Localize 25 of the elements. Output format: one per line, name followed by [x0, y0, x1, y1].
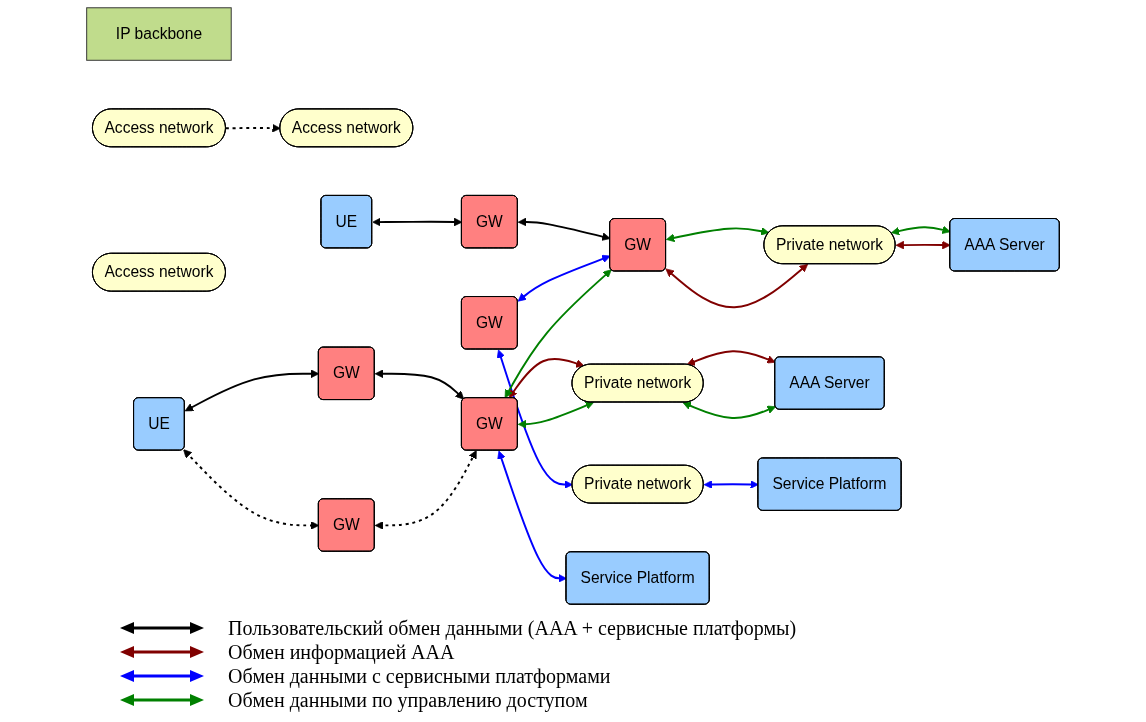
arrow	[224, 123, 281, 133]
arrow	[891, 225, 951, 236]
arrow	[508, 357, 585, 399]
legend-text: Обмен данными с сервисными платформами	[228, 664, 611, 688]
arrow	[666, 227, 770, 243]
legend-text: Обмен данными по управлению доступом	[228, 688, 588, 712]
arrow	[496, 349, 573, 489]
arrow	[703, 480, 759, 489]
arrow	[183, 449, 320, 530]
arrow	[504, 269, 612, 399]
arrow	[497, 450, 567, 583]
arrow	[374, 369, 465, 400]
arrow	[374, 450, 477, 530]
arrow	[184, 369, 320, 412]
legend-text: Обмен информацией AAA	[228, 640, 455, 664]
arrow	[665, 263, 809, 309]
node-box: IP backbone	[86, 7, 232, 61]
arrow	[517, 217, 611, 241]
arrow	[686, 350, 776, 366]
arrow	[517, 254, 611, 302]
arrow	[372, 217, 463, 227]
arrow	[517, 401, 594, 429]
arrow	[682, 401, 776, 419]
arrow	[895, 240, 951, 250]
legend-text: Пользовательский обмен данными (AAA + сервисные платформы)	[228, 616, 797, 640]
